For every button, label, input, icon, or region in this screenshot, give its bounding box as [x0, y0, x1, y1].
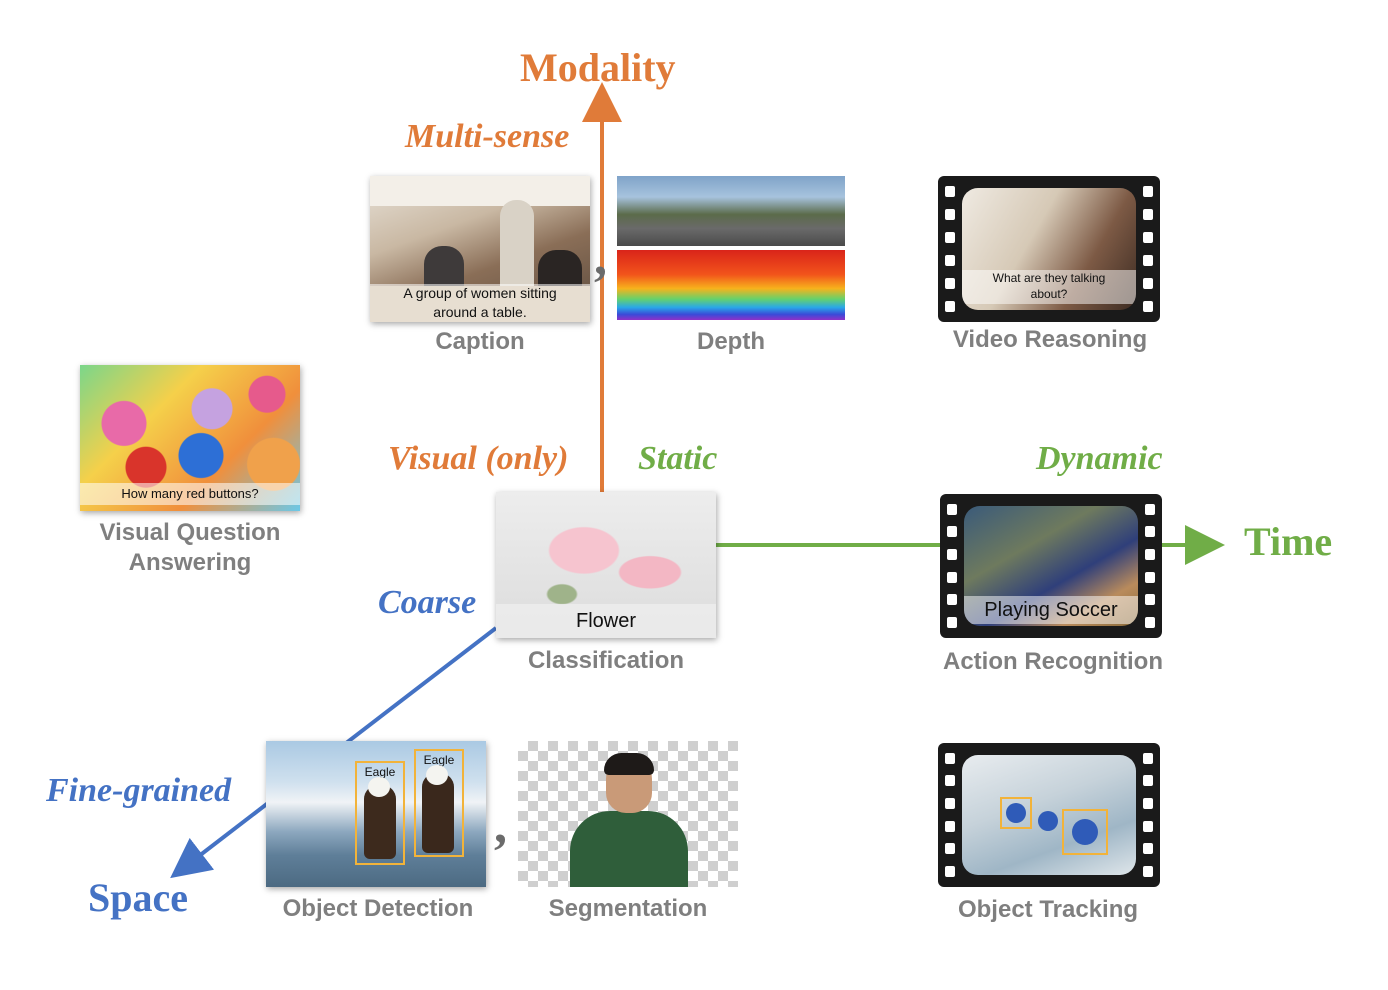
dynamic-label: Dynamic [1036, 440, 1163, 477]
space-axis-title: Space [88, 875, 188, 920]
film-holes-left [940, 743, 960, 887]
film-holes-left [940, 176, 960, 322]
segmentation-label: Segmentation [548, 895, 708, 922]
time-axis-title: Time [1244, 519, 1333, 564]
comma-separator-bottom: , [494, 797, 507, 854]
cyclist-1 [1006, 803, 1026, 823]
video-reasoning-filmstrip: What are they talking about? [938, 176, 1160, 322]
cyclist-3 [1072, 819, 1098, 845]
classification-image: Flower [496, 492, 716, 638]
classification-label: Classification [527, 647, 685, 674]
eagle-2 [422, 773, 454, 853]
static-label: Static [638, 440, 718, 477]
caption-person-1 [500, 200, 534, 290]
object-tracking-label: Object Tracking [957, 896, 1139, 923]
vqa-image: How many red buttons? [80, 365, 300, 511]
object-detection-label: Object Detection [282, 895, 474, 922]
segmentation-image [518, 741, 738, 887]
vqa-label-line-2: Answering [128, 549, 252, 576]
coarse-label: Coarse [378, 584, 477, 621]
film-holes-right [1140, 494, 1160, 638]
object-tracking-frame [962, 755, 1136, 875]
action-recognition-overlay: Playing Soccer [964, 596, 1138, 624]
depth-image [617, 176, 845, 320]
cyclist-2 [1038, 811, 1058, 831]
eagle-bbox-2-label: Eagle [423, 753, 455, 767]
depth-map [617, 250, 845, 320]
comma-separator-top: , [594, 229, 607, 286]
action-recognition-frame: Playing Soccer [964, 506, 1138, 626]
object-tracking-filmstrip [938, 743, 1160, 887]
eagle-1-head [368, 777, 390, 797]
vqa-overlay: How many red buttons? [80, 483, 300, 505]
fine-grained-label: Fine-grained [46, 772, 232, 809]
video-reasoning-overlay-line-2: about? [1030, 287, 1068, 301]
film-holes-right [1138, 743, 1158, 887]
eagle-1 [364, 785, 396, 859]
video-reasoning-frame: What are they talking about? [962, 188, 1136, 310]
caption-image: A group of women sitting around a table. [370, 176, 590, 322]
cyclist-bbox-2 [1062, 809, 1108, 855]
action-recognition-filmstrip: Playing Soccer [940, 494, 1162, 638]
vqa-label: Visual Question Answering [60, 518, 320, 578]
caption-overlay: A group of women sitting around a table. [370, 284, 590, 322]
film-holes-right [1138, 176, 1158, 322]
caption-overlay-line-1: A group of women sitting [403, 285, 557, 301]
object-detection-image: Eagle Eagle [266, 741, 486, 887]
depth-rgb-road [617, 176, 845, 246]
vqa-label-line-1: Visual Question [99, 519, 281, 546]
eagle-bbox-1: Eagle [355, 761, 405, 865]
eagle-bbox-1-label: Eagle [364, 765, 396, 779]
cyclist-bbox-1 [1000, 797, 1032, 829]
video-reasoning-overlay-line-1: What are they talking [992, 271, 1106, 285]
caption-overlay-line-2: around a table. [433, 304, 527, 320]
action-recognition-label: Action Recognition [943, 648, 1163, 675]
video-reasoning-overlay: What are they talking about? [962, 270, 1136, 304]
multi-sense-label: Multi-sense [405, 118, 570, 155]
depth-label: Depth [697, 328, 765, 355]
segmented-person-body [570, 811, 688, 887]
caption-shelf [370, 176, 590, 206]
eagle-bbox-2: Eagle [414, 749, 464, 857]
segmented-person-hair [604, 753, 654, 775]
caption-label: Caption [435, 328, 525, 355]
modality-axis-title: Modality [520, 45, 676, 90]
visual-only-label: Visual (only) [388, 440, 569, 477]
classification-overlay: Flower [496, 604, 716, 638]
video-reasoning-label: Video Reasoning [952, 326, 1148, 353]
eagle-2-head [426, 765, 448, 785]
film-holes-left [942, 494, 962, 638]
